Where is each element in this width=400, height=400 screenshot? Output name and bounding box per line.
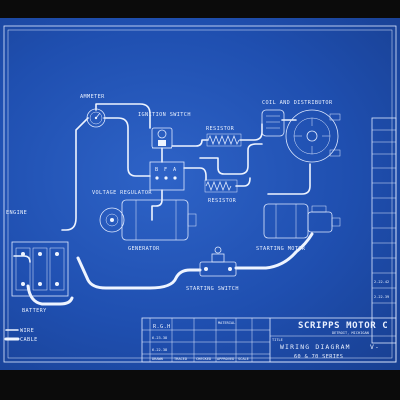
wiring-diagram: 2-22-42 2-22-39: [3, 25, 397, 363]
legend: WIRE CABLE: [4, 328, 38, 343]
title-label: TITLE: [272, 338, 283, 342]
regulator-terminal-f: F: [164, 167, 168, 173]
legend-cable-label: CABLE: [20, 337, 38, 343]
engine-label: ENGINE: [6, 210, 27, 216]
starting-switch-label: STARTING SWITCH: [186, 286, 239, 292]
voltage-regulator-symbol: B F A: [149, 161, 185, 191]
side-date-1: 2-22-42: [374, 280, 389, 284]
starting-switch-symbol: [199, 246, 237, 277]
generator-label: GENERATOR: [128, 246, 160, 252]
resistor-bottom-label: RESISTOR: [208, 198, 237, 204]
header-scale: SCALE: [238, 357, 249, 361]
battery-symbol: [11, 241, 69, 297]
legend-wire-label: WIRE: [20, 328, 34, 334]
header-traced: TRACED: [174, 357, 187, 361]
date-2: 6-22-38: [152, 348, 167, 352]
coil-distributor-symbol: [261, 109, 341, 163]
voltage-regulator-label: VOLTAGE REGULATOR: [92, 190, 152, 196]
resistor-bottom-symbol: [204, 179, 238, 193]
inner-border: [7, 29, 393, 359]
date-1: 6-23-38: [152, 336, 167, 340]
starting-motor-label: STARTING MOTOR: [256, 246, 306, 252]
coil-distributor-label: COIL AND DISTRIBUTOR: [262, 100, 333, 106]
ignition-switch-symbol: [151, 127, 173, 149]
company-address: DETROIT, MICHIGAN: [332, 331, 369, 335]
material-label: MATERIAL: [218, 321, 235, 325]
battery-label: BATTERY: [22, 308, 47, 314]
company-name: SCRIPPS MOTOR C: [298, 321, 388, 331]
resistor-top-label: RESISTOR: [206, 126, 235, 132]
initials: R.G.H: [153, 324, 171, 330]
drawing-title: WIRING DIAGRAM: [280, 343, 351, 351]
blueprint-sheet: 2-22-42 2-22-39: [0, 18, 400, 370]
side-date-2: 2-22-39: [374, 295, 389, 299]
ignition-switch-label: IGNITION SWITCH: [138, 112, 191, 118]
drawing-number-fragment: V-: [370, 343, 380, 351]
regulator-terminal-a: A: [173, 167, 177, 173]
generator-symbol: [99, 199, 197, 241]
regulator-terminal-b: B: [155, 167, 159, 173]
header-approved: APPROVED: [217, 357, 234, 361]
series-label: 60 & 70 SERIES: [294, 354, 343, 360]
header-checked: CHECKED: [196, 357, 211, 361]
header-drawn: DRAWN: [152, 357, 163, 361]
resistor-top-symbol: [206, 133, 242, 147]
title-block: R.G.H 6-23-38 6-22-38 DRAWN TRACED CHECK…: [141, 317, 397, 363]
outer-border: [3, 25, 397, 363]
ammeter-symbol: [86, 108, 106, 128]
starting-motor-symbol: [263, 203, 341, 239]
ammeter-label: AMMETER: [80, 94, 105, 100]
revision-column: 2-22-42 2-22-39: [371, 117, 397, 344]
